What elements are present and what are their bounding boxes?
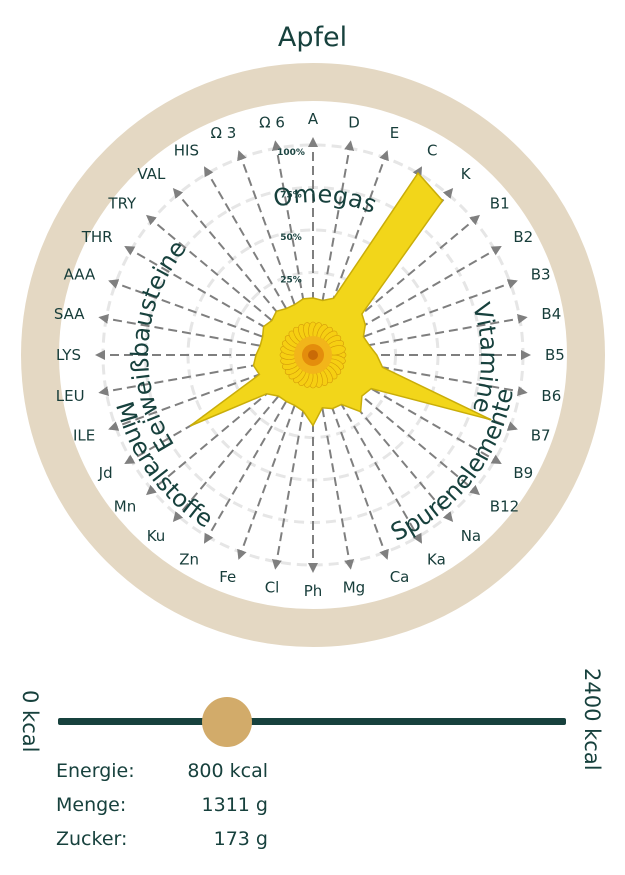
axis-arrow bbox=[108, 279, 276, 343]
stat-value: 1311 g bbox=[201, 794, 268, 816]
outer-ring bbox=[21, 63, 605, 647]
axis-label: Na bbox=[461, 527, 481, 545]
axis-arrow bbox=[347, 246, 502, 336]
axis-label: Ω 6 bbox=[259, 114, 285, 132]
axis-label: LYS bbox=[56, 346, 81, 364]
axis-arrow bbox=[98, 360, 274, 397]
tick-label: 100% bbox=[277, 148, 305, 158]
flower-core-inner bbox=[308, 350, 318, 360]
slider-min-label: 0 kcal bbox=[18, 690, 42, 753]
axis-label: Cl bbox=[265, 578, 280, 596]
axis-arrow bbox=[172, 384, 289, 522]
axis-label: B4 bbox=[541, 305, 561, 323]
axis-label: Zn bbox=[179, 550, 199, 568]
stat-value: 173 g bbox=[213, 828, 268, 850]
axis-label: B1 bbox=[490, 194, 510, 212]
axis-arrow bbox=[237, 150, 301, 318]
stat-label: Menge: bbox=[56, 794, 127, 816]
tick-label: 75% bbox=[280, 191, 302, 201]
axis-label: Mg bbox=[343, 578, 365, 596]
axis-arrow bbox=[318, 394, 355, 570]
axis-arrow bbox=[342, 379, 480, 496]
tick-label: 25% bbox=[280, 276, 302, 286]
axis-label: K bbox=[461, 165, 472, 183]
axis-label: VAL bbox=[137, 165, 166, 183]
axis-label: E bbox=[390, 124, 399, 142]
axis-label: B12 bbox=[490, 498, 519, 516]
chart-title: Apfel bbox=[277, 22, 348, 53]
axis-arrow bbox=[172, 188, 289, 326]
axis-arrow bbox=[146, 214, 284, 331]
axis-arrow bbox=[204, 166, 294, 321]
axis-arrow bbox=[325, 150, 389, 318]
axis-arrow bbox=[271, 394, 308, 570]
tick-label: 50% bbox=[280, 233, 302, 243]
axis-label: Ku bbox=[147, 527, 166, 545]
axis-label: Ka bbox=[427, 550, 446, 568]
axis-label: Mn bbox=[114, 498, 136, 516]
axis-arrow bbox=[98, 313, 274, 350]
slider-max-label: 2400 kcal bbox=[580, 668, 604, 771]
axis-label: Fe bbox=[219, 568, 236, 586]
axis-arrow bbox=[124, 245, 279, 336]
stat-label: Zucker: bbox=[56, 828, 128, 850]
axis-label: THR bbox=[81, 228, 113, 246]
axis-arrow bbox=[332, 389, 423, 544]
axis-arrow bbox=[108, 367, 276, 431]
axis-label: Ph bbox=[304, 582, 323, 600]
axis-arrow bbox=[352, 313, 528, 350]
flower-center-icon bbox=[279, 321, 347, 389]
axis-arrow bbox=[203, 389, 294, 544]
axis-arrow bbox=[342, 214, 480, 331]
axis-label: Ca bbox=[390, 568, 410, 586]
axis-label: B2 bbox=[513, 228, 533, 246]
axis-arrow bbox=[146, 379, 284, 496]
axis-label: Ω 3 bbox=[211, 124, 237, 142]
axis-arrow bbox=[325, 392, 389, 560]
axis-label: Jd bbox=[98, 464, 113, 482]
axis-label: AAA bbox=[64, 265, 96, 283]
axis-label: SAA bbox=[54, 305, 85, 323]
axis-label: HIS bbox=[174, 142, 199, 160]
stat-label: Energie: bbox=[56, 760, 135, 782]
axis-label: B6 bbox=[541, 387, 561, 405]
axis-arrow bbox=[318, 140, 355, 316]
axis-arrow bbox=[271, 140, 308, 316]
axis-arrow bbox=[237, 392, 301, 560]
stat-value: 800 kcal bbox=[187, 760, 268, 782]
axis-label: LEU bbox=[56, 387, 85, 405]
axis-label: D bbox=[348, 114, 360, 132]
axis-arrow bbox=[350, 279, 518, 343]
calorie-slider-track[interactable] bbox=[58, 718, 566, 725]
axis-label: A bbox=[308, 110, 319, 128]
data-polygon bbox=[189, 171, 492, 428]
axis-label: B5 bbox=[545, 346, 565, 364]
axis-label: C bbox=[427, 142, 437, 160]
axis-label: B9 bbox=[513, 464, 533, 482]
axis-label: ILE bbox=[73, 427, 95, 445]
calorie-slider-thumb[interactable] bbox=[202, 697, 253, 747]
axis-label: TRY bbox=[107, 194, 137, 212]
axis-label: B3 bbox=[531, 265, 551, 283]
axis-label: B7 bbox=[531, 427, 551, 445]
